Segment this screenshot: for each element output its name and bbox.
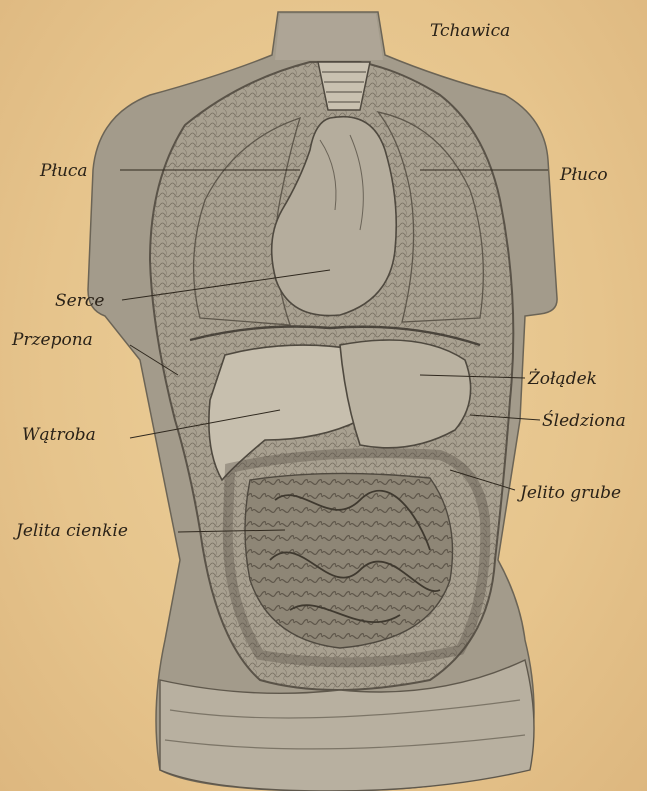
label-przepona: Przepona <box>11 330 93 350</box>
label-jelito-grube: Jelito grube <box>517 483 621 503</box>
neck <box>275 14 383 60</box>
label-sledziona: Śledziona <box>542 410 626 431</box>
label-serce: Serce <box>55 291 104 311</box>
trachea <box>318 62 370 110</box>
stomach <box>340 340 471 448</box>
label-pluca-right: Płuco <box>559 165 608 185</box>
label-zoladek: Żołądek <box>527 368 597 389</box>
label-tchawica: Tchawica <box>430 21 510 41</box>
label-jelita-cienkie: Jelita cienkie <box>13 521 128 541</box>
label-pluca-left: Płuca <box>39 161 88 181</box>
label-watroba: Wątroba <box>22 425 96 445</box>
